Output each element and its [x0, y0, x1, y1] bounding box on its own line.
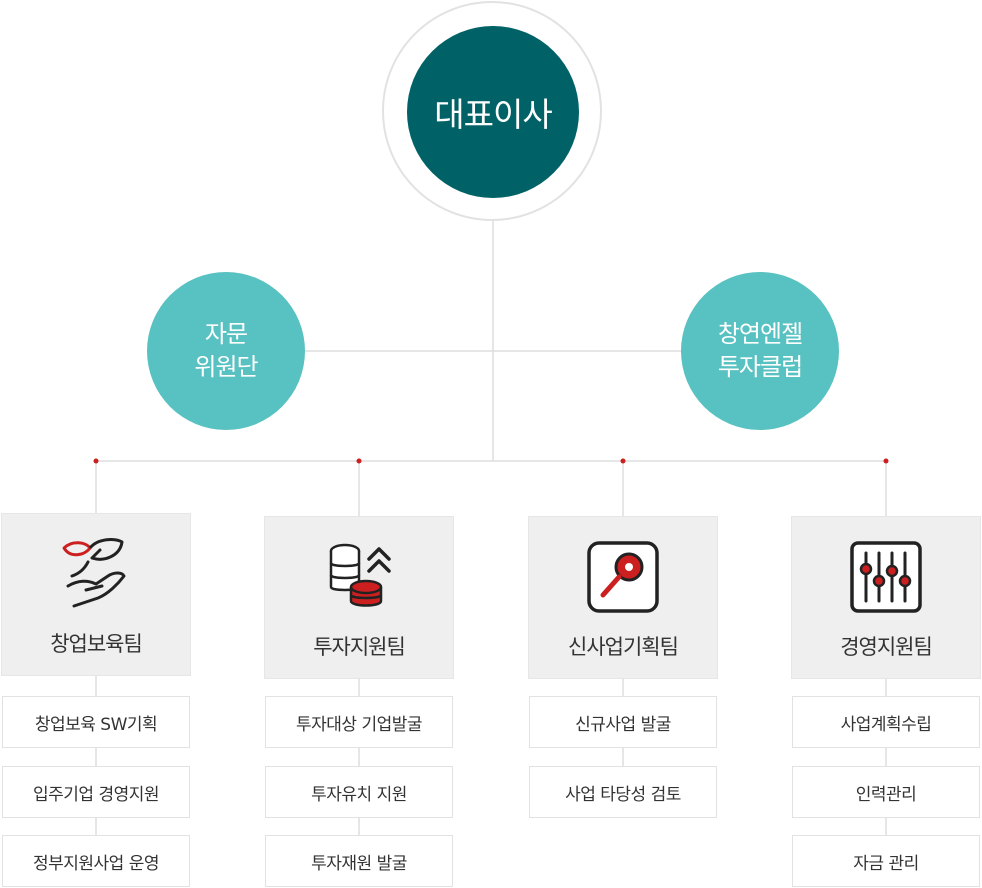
connector-dot	[93, 458, 99, 464]
connector-dot	[883, 458, 889, 464]
magnifier-icon	[587, 541, 659, 613]
team-name: 투자지원팀	[313, 635, 406, 659]
team-box-management-support: 경영지원팀	[791, 516, 981, 679]
team-name: 경영지원팀	[840, 635, 933, 659]
task-item: 자금 관리	[792, 835, 980, 887]
team-name: 창업보육팀	[50, 632, 143, 656]
connector-dot	[356, 458, 362, 464]
advisory-line1: 자문	[204, 320, 248, 348]
task-item: 사업 타당성 검토	[529, 766, 717, 818]
team-box-new-business-planning: 신사업기획팀	[528, 516, 718, 679]
control-sliders-icon	[850, 541, 922, 613]
connector-dot	[620, 458, 626, 464]
task-item: 인력관리	[792, 766, 980, 818]
angel-club-node: 창연엔젤 투자클럽	[681, 272, 839, 430]
task-item: 사업계획수립	[792, 696, 980, 748]
coins-stack-up-icon	[329, 543, 391, 607]
hand-leaf-icon	[62, 538, 126, 608]
advisory-committee-node: 자문 위원단	[147, 272, 305, 430]
team-name: 신사업기획팀	[568, 635, 679, 659]
angel-club-line1: 창연엔젤	[717, 320, 803, 348]
task-item: 창업보육 SW기획	[2, 696, 190, 748]
advisory-line2: 위원단	[194, 353, 258, 381]
task-item: 입주기업 경영지원	[2, 766, 190, 818]
team-box-startup-incubation: 창업보육팀	[1, 513, 191, 676]
task-item: 투자재원 발굴	[265, 835, 453, 887]
ceo-node: 대표이사	[407, 26, 579, 198]
task-item: 투자유치 지원	[265, 766, 453, 818]
task-item: 투자대상 기업발굴	[265, 696, 453, 748]
ceo-label: 대표이사	[434, 95, 552, 134]
task-item: 신규사업 발굴	[529, 696, 717, 748]
task-item: 정부지원사업 운영	[2, 835, 190, 887]
angel-club-line2: 투자클럽	[717, 353, 803, 381]
team-box-investment-support: 투자지원팀	[264, 516, 454, 679]
